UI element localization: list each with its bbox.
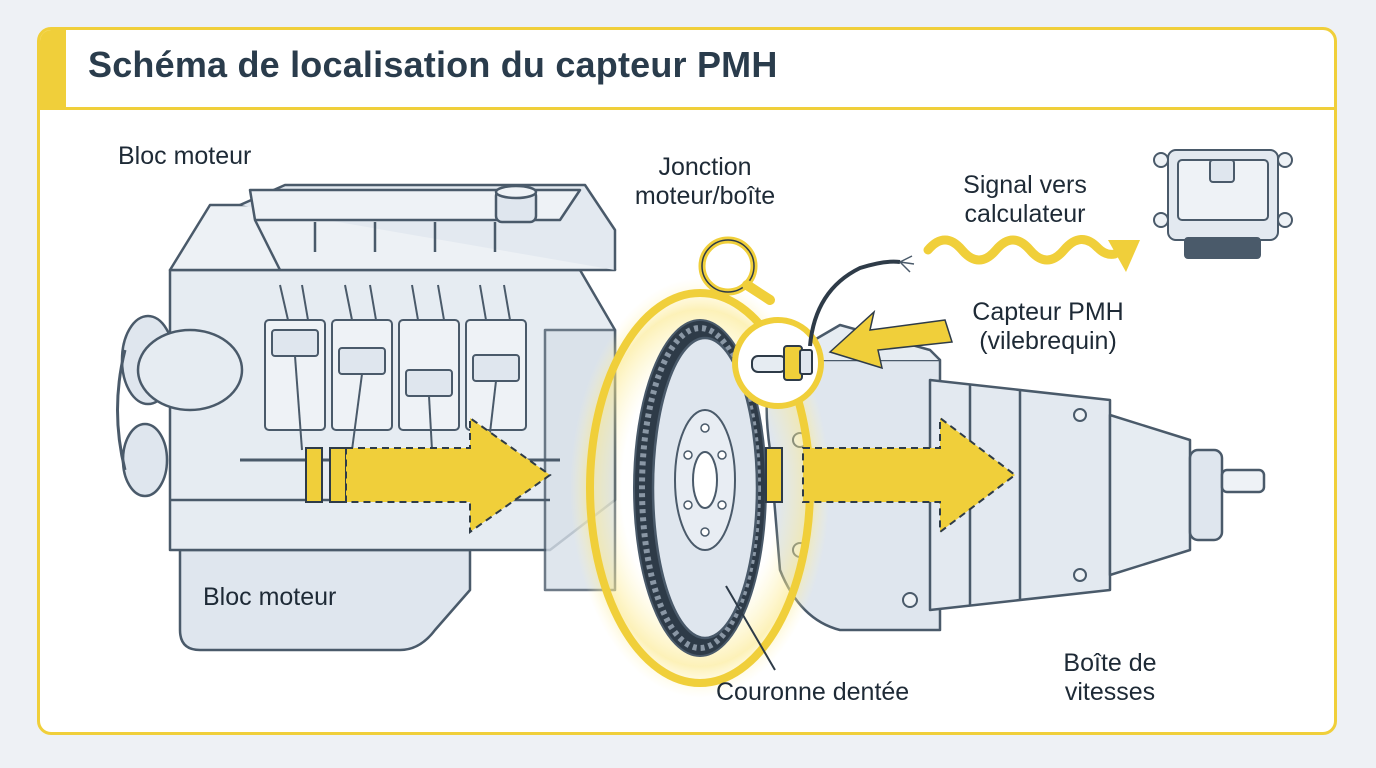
power-flow-arrow-right bbox=[765, 415, 1017, 535]
label-ring-gear: Couronne dentée bbox=[716, 678, 910, 706]
label-signal: Signal vers calculateur bbox=[940, 171, 1110, 229]
diagram-frame: Schéma de localisation du capteur PMH bbox=[37, 27, 1337, 735]
label-engine-top: Bloc moteur bbox=[118, 142, 252, 170]
label-gearbox-line2: vitesses bbox=[1064, 678, 1156, 706]
title-accent bbox=[40, 30, 66, 107]
label-junction: Jonction moteur/boîte bbox=[620, 153, 790, 211]
magnifier-icon bbox=[698, 236, 775, 305]
label-sensor: Capteur PMH (vilebrequin) bbox=[948, 298, 1148, 356]
diagram-canvas bbox=[116, 149, 1293, 698]
signal-wave-icon bbox=[923, 235, 1140, 272]
label-signal-line1: Signal vers bbox=[963, 171, 1087, 199]
title-bar: Schéma de localisation du capteur PMH bbox=[40, 30, 1334, 110]
sensor-icon bbox=[751, 255, 915, 381]
label-gearbox-line1: Boîte de bbox=[1063, 649, 1157, 677]
page-title: Schéma de localisation du capteur PMH bbox=[88, 44, 778, 85]
sensor-pointer-arrow bbox=[828, 309, 953, 370]
engine-block bbox=[116, 183, 617, 652]
label-gearbox: Boîte de vitesses bbox=[1035, 649, 1185, 707]
ecu-icon bbox=[1153, 149, 1293, 259]
power-flow-arrow-left bbox=[305, 416, 552, 534]
label-junction-line2: moteur/boîte bbox=[634, 182, 776, 210]
flywheel-ring-gear bbox=[633, 319, 767, 657]
ring-gear-leader-line bbox=[725, 585, 776, 671]
label-sensor-line1: Capteur PMH bbox=[972, 298, 1124, 326]
label-engine-bottom: Bloc moteur bbox=[203, 583, 337, 611]
label-sensor-line2: (vilebrequin) bbox=[979, 327, 1117, 355]
gearbox bbox=[765, 323, 1266, 632]
label-signal-line2: calculateur bbox=[964, 200, 1086, 228]
label-junction-line1: Jonction bbox=[658, 153, 752, 181]
